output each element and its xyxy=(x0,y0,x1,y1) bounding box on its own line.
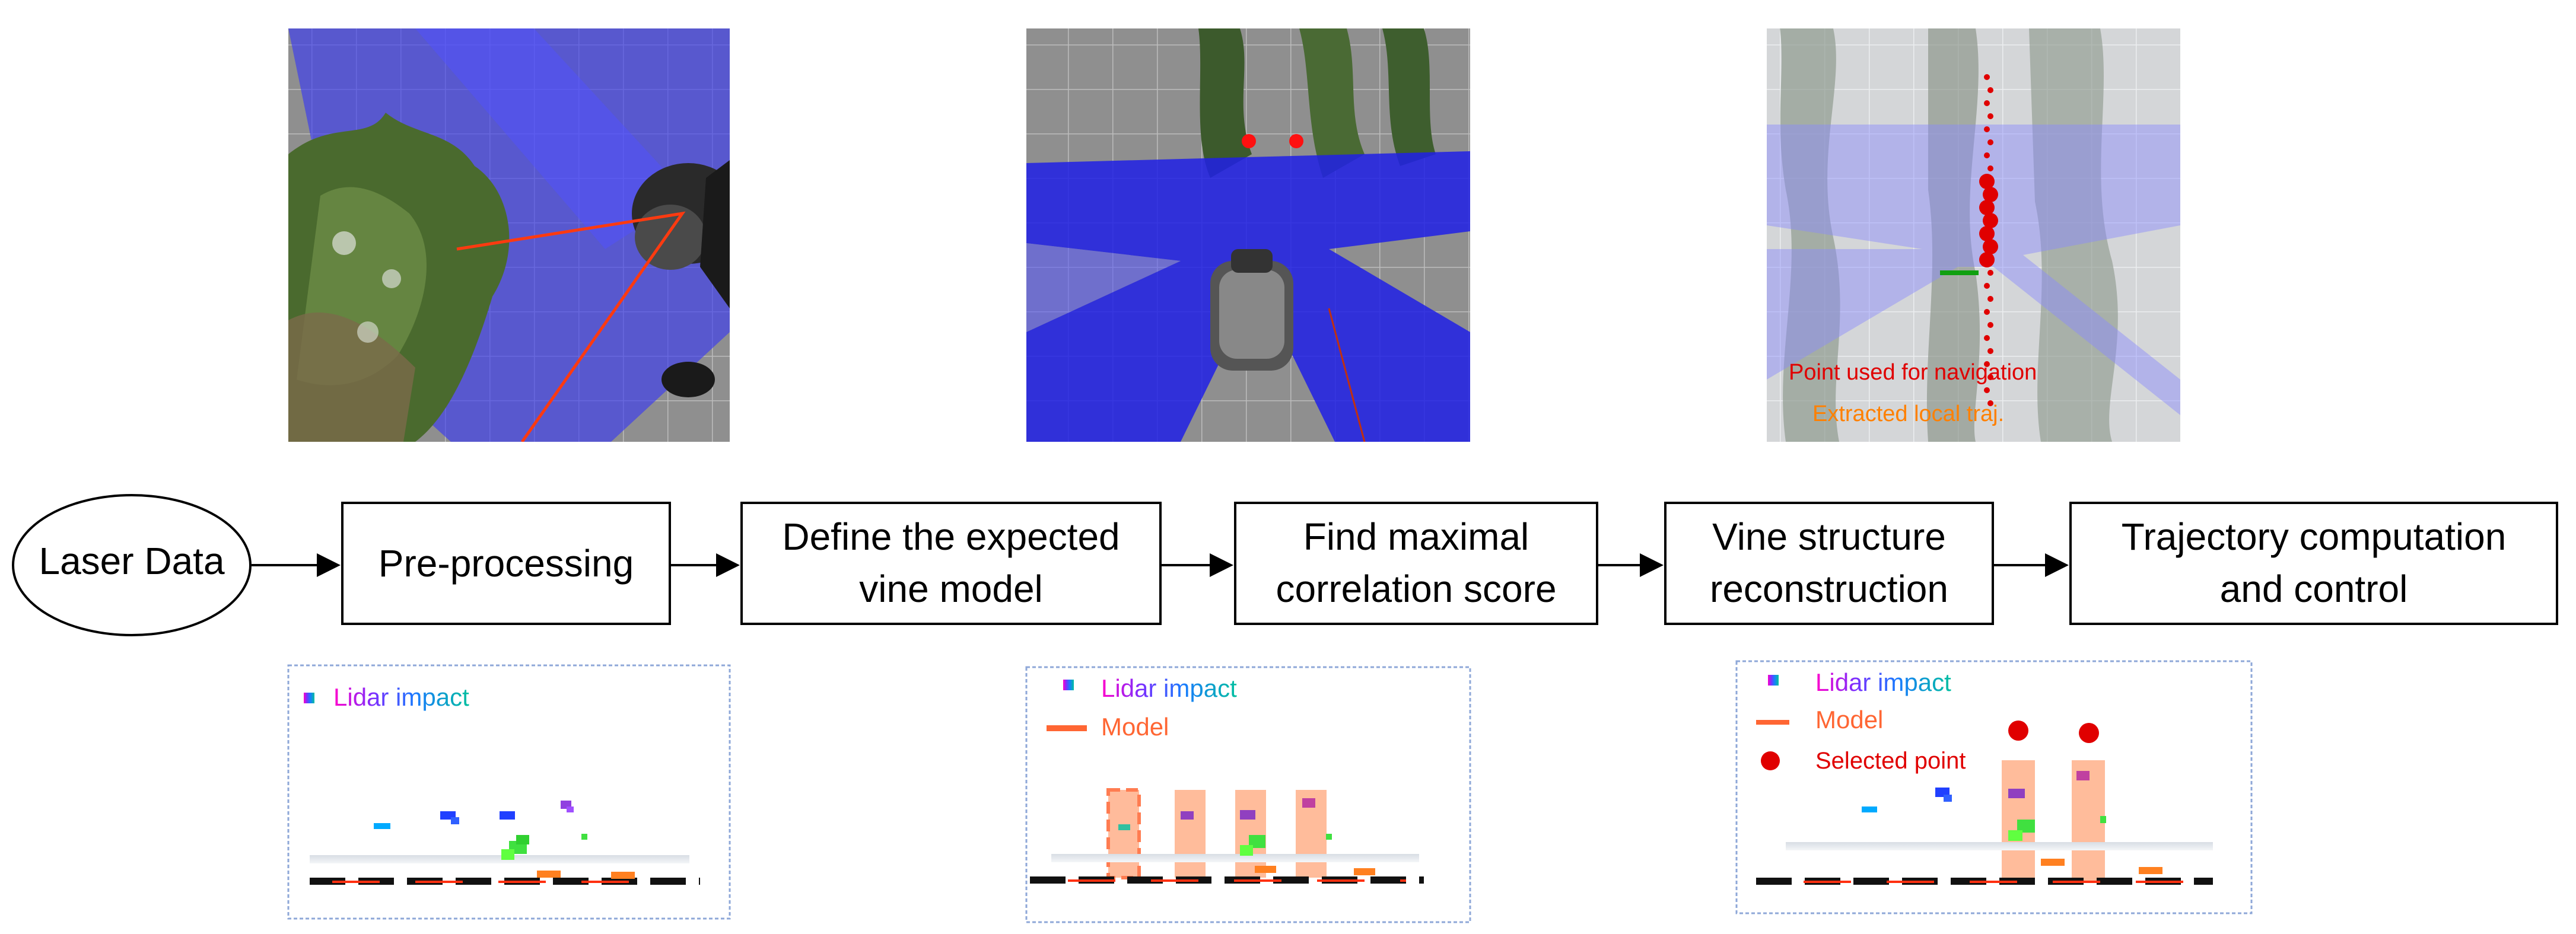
lidar-legend-label: Lidar impact xyxy=(1815,668,1951,696)
laser-data-ellipse xyxy=(12,494,252,636)
track-point xyxy=(1984,152,1990,158)
track-point xyxy=(1983,239,1998,254)
track-point xyxy=(1987,165,1993,171)
step-label-correlation-line2: correlation score xyxy=(1276,568,1556,610)
lidar-legend-label: Lidar impact xyxy=(1101,674,1237,702)
photo-preprocessing-view xyxy=(288,28,730,442)
label-point-used-for-navigation: Point used for navigation xyxy=(1789,360,2037,385)
step-box-correlation xyxy=(1234,502,1598,625)
selected-point-legend-label: Selected point xyxy=(1815,748,1966,774)
model-legend-label: Model xyxy=(1815,706,1883,734)
selected-point xyxy=(2008,721,2028,741)
laser-data-label: Laser Data xyxy=(39,540,224,582)
step-box-reconstruction xyxy=(1664,502,1994,625)
pipeline-flow: Laser Data Pre-processing Define the exp… xyxy=(12,494,2558,636)
lidar-legend-icon xyxy=(1768,675,1779,686)
track-point xyxy=(1987,374,1993,380)
label-extracted-local-traj: Extracted local traj. xyxy=(1812,401,2004,426)
track-point xyxy=(1984,126,1990,132)
model-bars xyxy=(2002,760,2105,882)
step-label-trajectory-line1: Trajectory computation xyxy=(2122,515,2507,558)
track-point xyxy=(1979,174,1995,189)
lidar-legend-icon xyxy=(1063,680,1074,690)
step-label-expected-model-line2: vine model xyxy=(859,568,1043,610)
photo-model-view xyxy=(1026,28,1470,442)
track-point xyxy=(1979,252,1995,267)
plot-lidar-impacts: Lidar impact xyxy=(287,664,731,920)
plot-vine-model: Lidar impact Model xyxy=(1025,666,1471,923)
step-label-trajectory-line2: and control xyxy=(2220,568,2408,610)
step-label-correlation-line1: Find maximal xyxy=(1303,515,1529,558)
model-legend-label: Model xyxy=(1101,713,1169,741)
lidar-clusters xyxy=(1804,771,2189,883)
plot-selected-points: Lidar impact Model Selected point xyxy=(1735,660,2253,914)
selected-points-track xyxy=(1979,74,1998,406)
track-point xyxy=(1987,87,1993,93)
track-point xyxy=(1984,74,1990,80)
track-point xyxy=(1979,226,1995,241)
track-point xyxy=(1984,387,1990,393)
track-point xyxy=(1987,296,1993,302)
track-point xyxy=(1984,361,1990,367)
step-label-reconstruction-line1: Vine structure xyxy=(1712,515,1946,558)
lidar-clusters xyxy=(332,801,664,883)
track-point xyxy=(1987,322,1993,328)
step-box-expected-model xyxy=(740,502,1162,625)
track-point xyxy=(1979,200,1995,215)
track-point xyxy=(1987,270,1993,276)
track-point xyxy=(1984,100,1990,106)
track-point xyxy=(1984,335,1990,341)
photo-reconstruction-view: Point used for navigation Extracted loca… xyxy=(1767,28,2180,442)
track-point xyxy=(1983,213,1998,228)
selected-point-legend-icon xyxy=(1761,751,1780,770)
track-point xyxy=(1983,187,1998,202)
track-point xyxy=(1987,139,1993,145)
step-label-expected-model-line1: Define the expected xyxy=(782,515,1120,558)
track-point xyxy=(1987,113,1993,119)
lidar-legend-icon xyxy=(304,693,314,703)
step-box-trajectory xyxy=(2069,502,2558,625)
track-point xyxy=(1984,309,1990,315)
track-point xyxy=(1987,400,1993,406)
selected-point xyxy=(2079,723,2099,743)
track-point xyxy=(1987,348,1993,354)
step-box-preprocessing xyxy=(341,502,671,625)
step-label-reconstruction-line2: reconstruction xyxy=(1710,568,1948,610)
lidar-legend-label: Lidar impact xyxy=(333,683,469,711)
track-point xyxy=(1984,283,1990,289)
lidar-clusters xyxy=(1068,798,1406,882)
step-label-preprocessing: Pre-processing xyxy=(379,542,634,585)
